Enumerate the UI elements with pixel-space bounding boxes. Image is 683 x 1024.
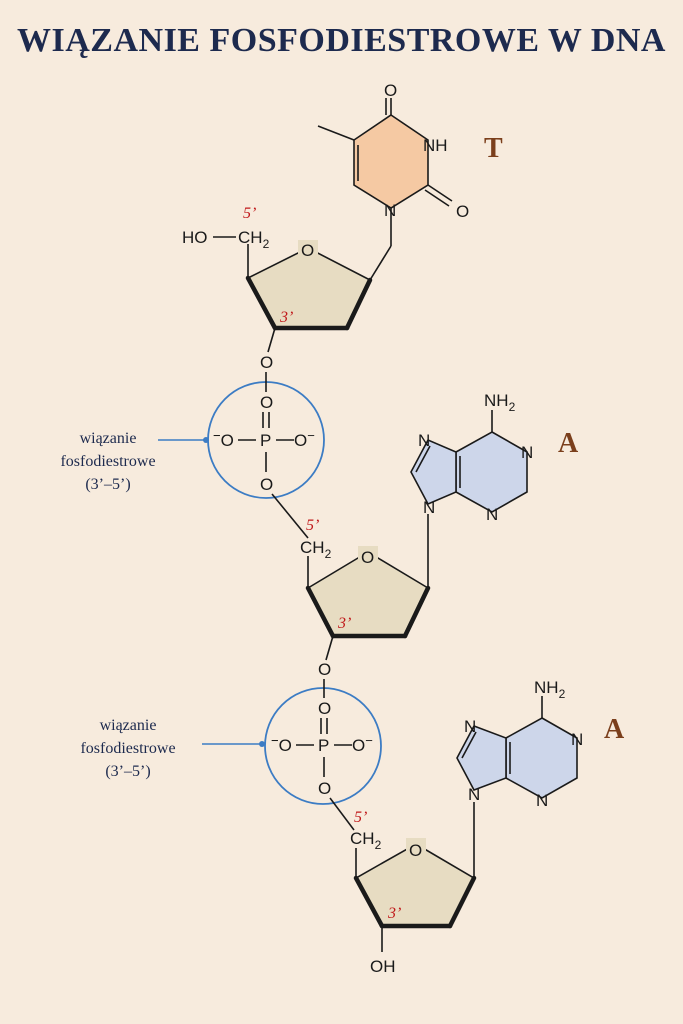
position-5-prime: 5’ [243, 205, 256, 222]
atom-o: O [361, 548, 374, 567]
atom-o: O [318, 779, 331, 798]
atom-n: N [571, 730, 583, 749]
thymine-ring [353, 114, 429, 209]
atom-p: P [318, 736, 329, 755]
svg-text:fosfodiestrowe: fosfodiestrowe [60, 453, 155, 470]
atom-o: O [318, 699, 331, 718]
atom-n: N [418, 431, 430, 450]
position-3-prime: 3’ [387, 905, 401, 922]
atom-o: O [456, 202, 469, 221]
atom-p: P [260, 431, 271, 450]
base-label-t: T [484, 133, 503, 164]
atom-o-minus: O− [352, 733, 373, 755]
atom-ch2: CH2 [238, 228, 270, 251]
adenine-ring [455, 431, 528, 513]
position-5-prime: 5’ [354, 809, 367, 826]
atom-nh: NH [423, 136, 448, 155]
svg-text:fosfodiestrowe: fosfodiestrowe [80, 740, 175, 757]
atom-o: O [409, 841, 422, 860]
atom-ch2: CH2 [300, 538, 332, 561]
svg-text:(3’–5’): (3’–5’) [105, 763, 150, 780]
atom-o-minus: O− [294, 428, 315, 450]
atom-n: N [486, 505, 498, 524]
base-label-a: A [604, 714, 625, 745]
position-3-prime: 3’ [337, 615, 351, 632]
nucleotide-thymine: O NH O N T O HO CH2 5’ 3’ [182, 81, 503, 353]
position-3-prime: 3’ [279, 309, 293, 326]
phosphodiester-linkage-1: O O P −O O− O wiązanie fosfodiestrowe (3… [60, 353, 325, 539]
diagram-title: WIĄZANIE FOSFODIESTROWE W DNA [17, 22, 666, 59]
adenine-ring [505, 717, 578, 799]
atom-n: N [468, 785, 480, 804]
atom-o: O [260, 353, 273, 372]
position-5-prime: 5’ [306, 517, 319, 534]
phosphodiester-linkage-2: O O P −O O− O wiązanie fosfodiestrowe (3… [80, 660, 382, 831]
atom-nh2: NH2 [534, 678, 566, 701]
linkage-label-1: wiązanie fosfodiestrowe (3’–5’) [60, 430, 209, 493]
svg-text:(3’–5’): (3’–5’) [85, 476, 130, 493]
nucleotide-adenine-2: NH2 N N N N A O CH2 5’ 3’ OH [350, 678, 625, 976]
atom-n: N [384, 201, 396, 220]
atom-oh: OH [370, 957, 396, 976]
atom-ch2: CH2 [350, 829, 382, 852]
atom-o: O [318, 660, 331, 679]
atom-o-minus: −O [271, 733, 292, 755]
atom-o: O [384, 81, 397, 100]
svg-text:wiązanie: wiązanie [80, 430, 137, 447]
atom-nh2: NH2 [484, 391, 516, 414]
atom-o: O [301, 241, 314, 260]
atom-n: N [536, 791, 548, 810]
atom-n: N [464, 717, 476, 736]
atom-ho: HO [182, 228, 208, 247]
atom-n: N [521, 443, 533, 462]
atom-o: O [260, 393, 273, 412]
atom-n: N [423, 498, 435, 517]
atom-o: O [260, 475, 273, 494]
nucleotide-adenine-1: NH2 N N N N A O CH2 5’ 3’ [300, 391, 579, 661]
linkage-highlight-circle [264, 687, 382, 805]
atom-o-minus: −O [213, 428, 234, 450]
linkage-label-2: wiązanie fosfodiestrowe (3’–5’) [80, 717, 265, 780]
svg-text:wiązanie: wiązanie [100, 717, 157, 734]
base-label-a: A [558, 428, 579, 459]
